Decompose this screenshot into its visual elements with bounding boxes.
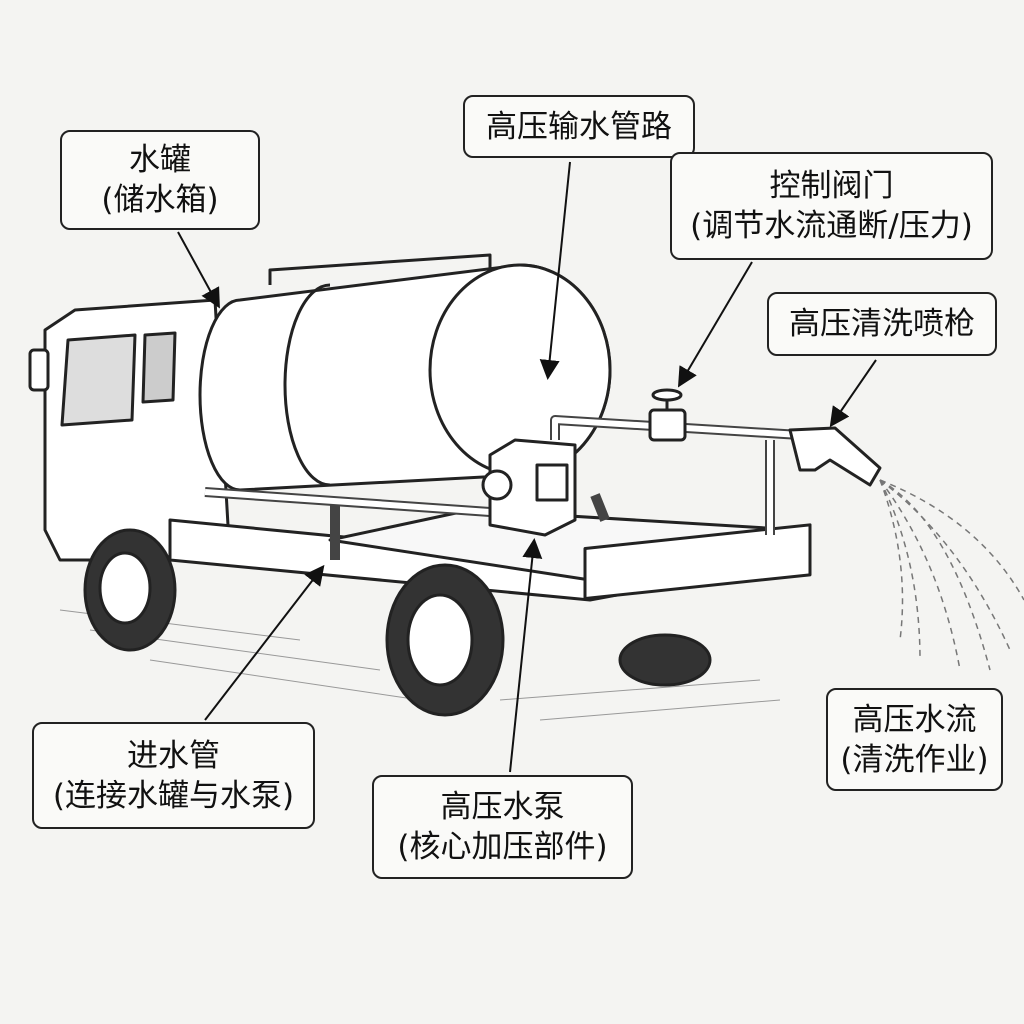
leader-arrows bbox=[177, 161, 877, 773]
water-spray bbox=[879, 479, 1024, 671]
label-subtext: (储水箱) bbox=[101, 182, 219, 218]
label-text: 进水管 bbox=[127, 737, 220, 774]
ground-shading bbox=[59, 609, 781, 721]
label-text: 高压水泵 bbox=[440, 789, 565, 825]
cab-side-window bbox=[141, 331, 177, 404]
rear-bumper bbox=[583, 523, 812, 601]
label-subtext: (清洗作业) bbox=[840, 741, 989, 778]
label-valve: 控制阀门 (调节水流通断/压力) bbox=[670, 152, 993, 260]
label-text: 水罐 bbox=[129, 142, 191, 178]
rear-wheel bbox=[385, 563, 505, 717]
label-subtext: (连接水罐与水泵) bbox=[52, 777, 295, 814]
label-water-jet: 高压水流 (清洗作业) bbox=[826, 688, 1003, 791]
label-text: 高压清洗喷枪 bbox=[789, 306, 975, 342]
label-subtext: (调节水流通断/压力) bbox=[690, 208, 973, 244]
back-wheel bbox=[618, 633, 712, 687]
spray-nozzle bbox=[788, 426, 882, 487]
mirror bbox=[28, 348, 50, 392]
label-pump: 高压水泵 (核心加压部件) bbox=[372, 775, 633, 879]
label-nozzle: 高压清洗喷枪 bbox=[767, 292, 997, 356]
control-valve bbox=[648, 388, 687, 442]
high-pressure-pump bbox=[481, 438, 577, 537]
label-text: 高压水流 bbox=[852, 701, 977, 738]
label-text: 高压输水管路 bbox=[486, 108, 672, 145]
cab-window bbox=[60, 333, 137, 427]
label-water-tank: 水罐 (储水箱) bbox=[60, 130, 260, 230]
label-inlet-pipe: 进水管 (连接水罐与水泵) bbox=[32, 722, 315, 829]
label-subtext: (核心加压部件) bbox=[397, 829, 608, 865]
label-text: 控制阀门 bbox=[769, 168, 894, 204]
label-pipeline: 高压输水管路 bbox=[463, 95, 695, 158]
front-wheel bbox=[83, 528, 177, 652]
